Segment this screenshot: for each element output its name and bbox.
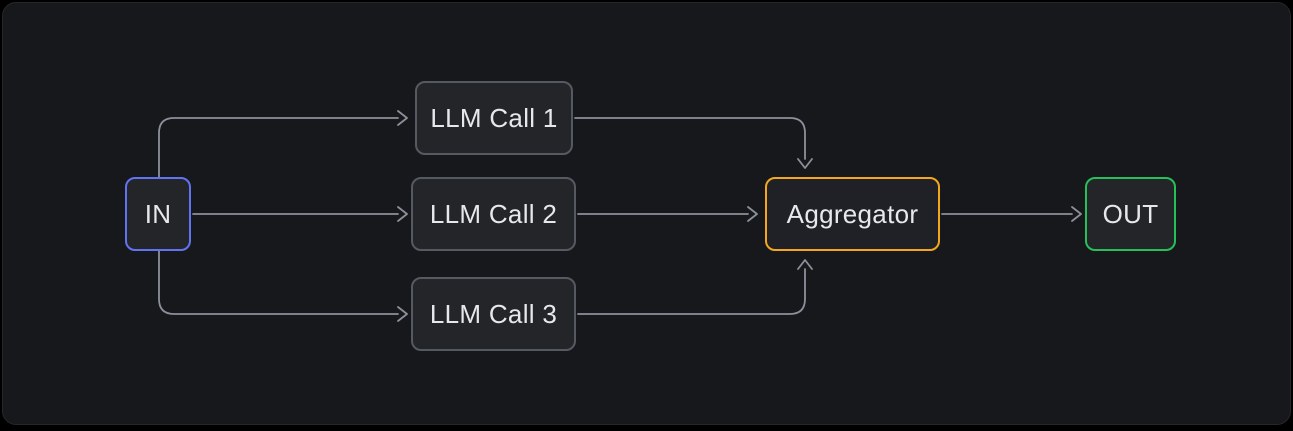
edge-llm3-agg bbox=[578, 260, 812, 314]
llm-call-3-node: LLM Call 3 bbox=[411, 277, 576, 351]
llm-call-2-label: LLM Call 2 bbox=[430, 199, 557, 230]
diagram-panel: IN LLM Call 1 LLM Call 2 LLM Call 3 Aggr… bbox=[2, 2, 1291, 425]
input-node-label: IN bbox=[145, 199, 172, 230]
edge-llm2-agg bbox=[578, 207, 757, 221]
aggregator-node-label: Aggregator bbox=[787, 199, 919, 230]
output-node: OUT bbox=[1085, 177, 1176, 251]
input-node: IN bbox=[125, 177, 191, 251]
edge-llm1-agg bbox=[575, 118, 812, 168]
output-node-label: OUT bbox=[1103, 199, 1159, 230]
aggregator-node: Aggregator bbox=[765, 177, 940, 251]
edge-in-llm1 bbox=[159, 111, 407, 177]
llm-call-3-label: LLM Call 3 bbox=[430, 299, 557, 330]
llm-call-2-node: LLM Call 2 bbox=[411, 177, 576, 251]
edge-agg-out bbox=[942, 207, 1081, 221]
edge-in-llm2 bbox=[193, 207, 407, 221]
llm-call-1-label: LLM Call 1 bbox=[430, 103, 557, 134]
llm-call-1-node: LLM Call 1 bbox=[415, 81, 573, 155]
edge-in-llm3 bbox=[159, 251, 407, 321]
